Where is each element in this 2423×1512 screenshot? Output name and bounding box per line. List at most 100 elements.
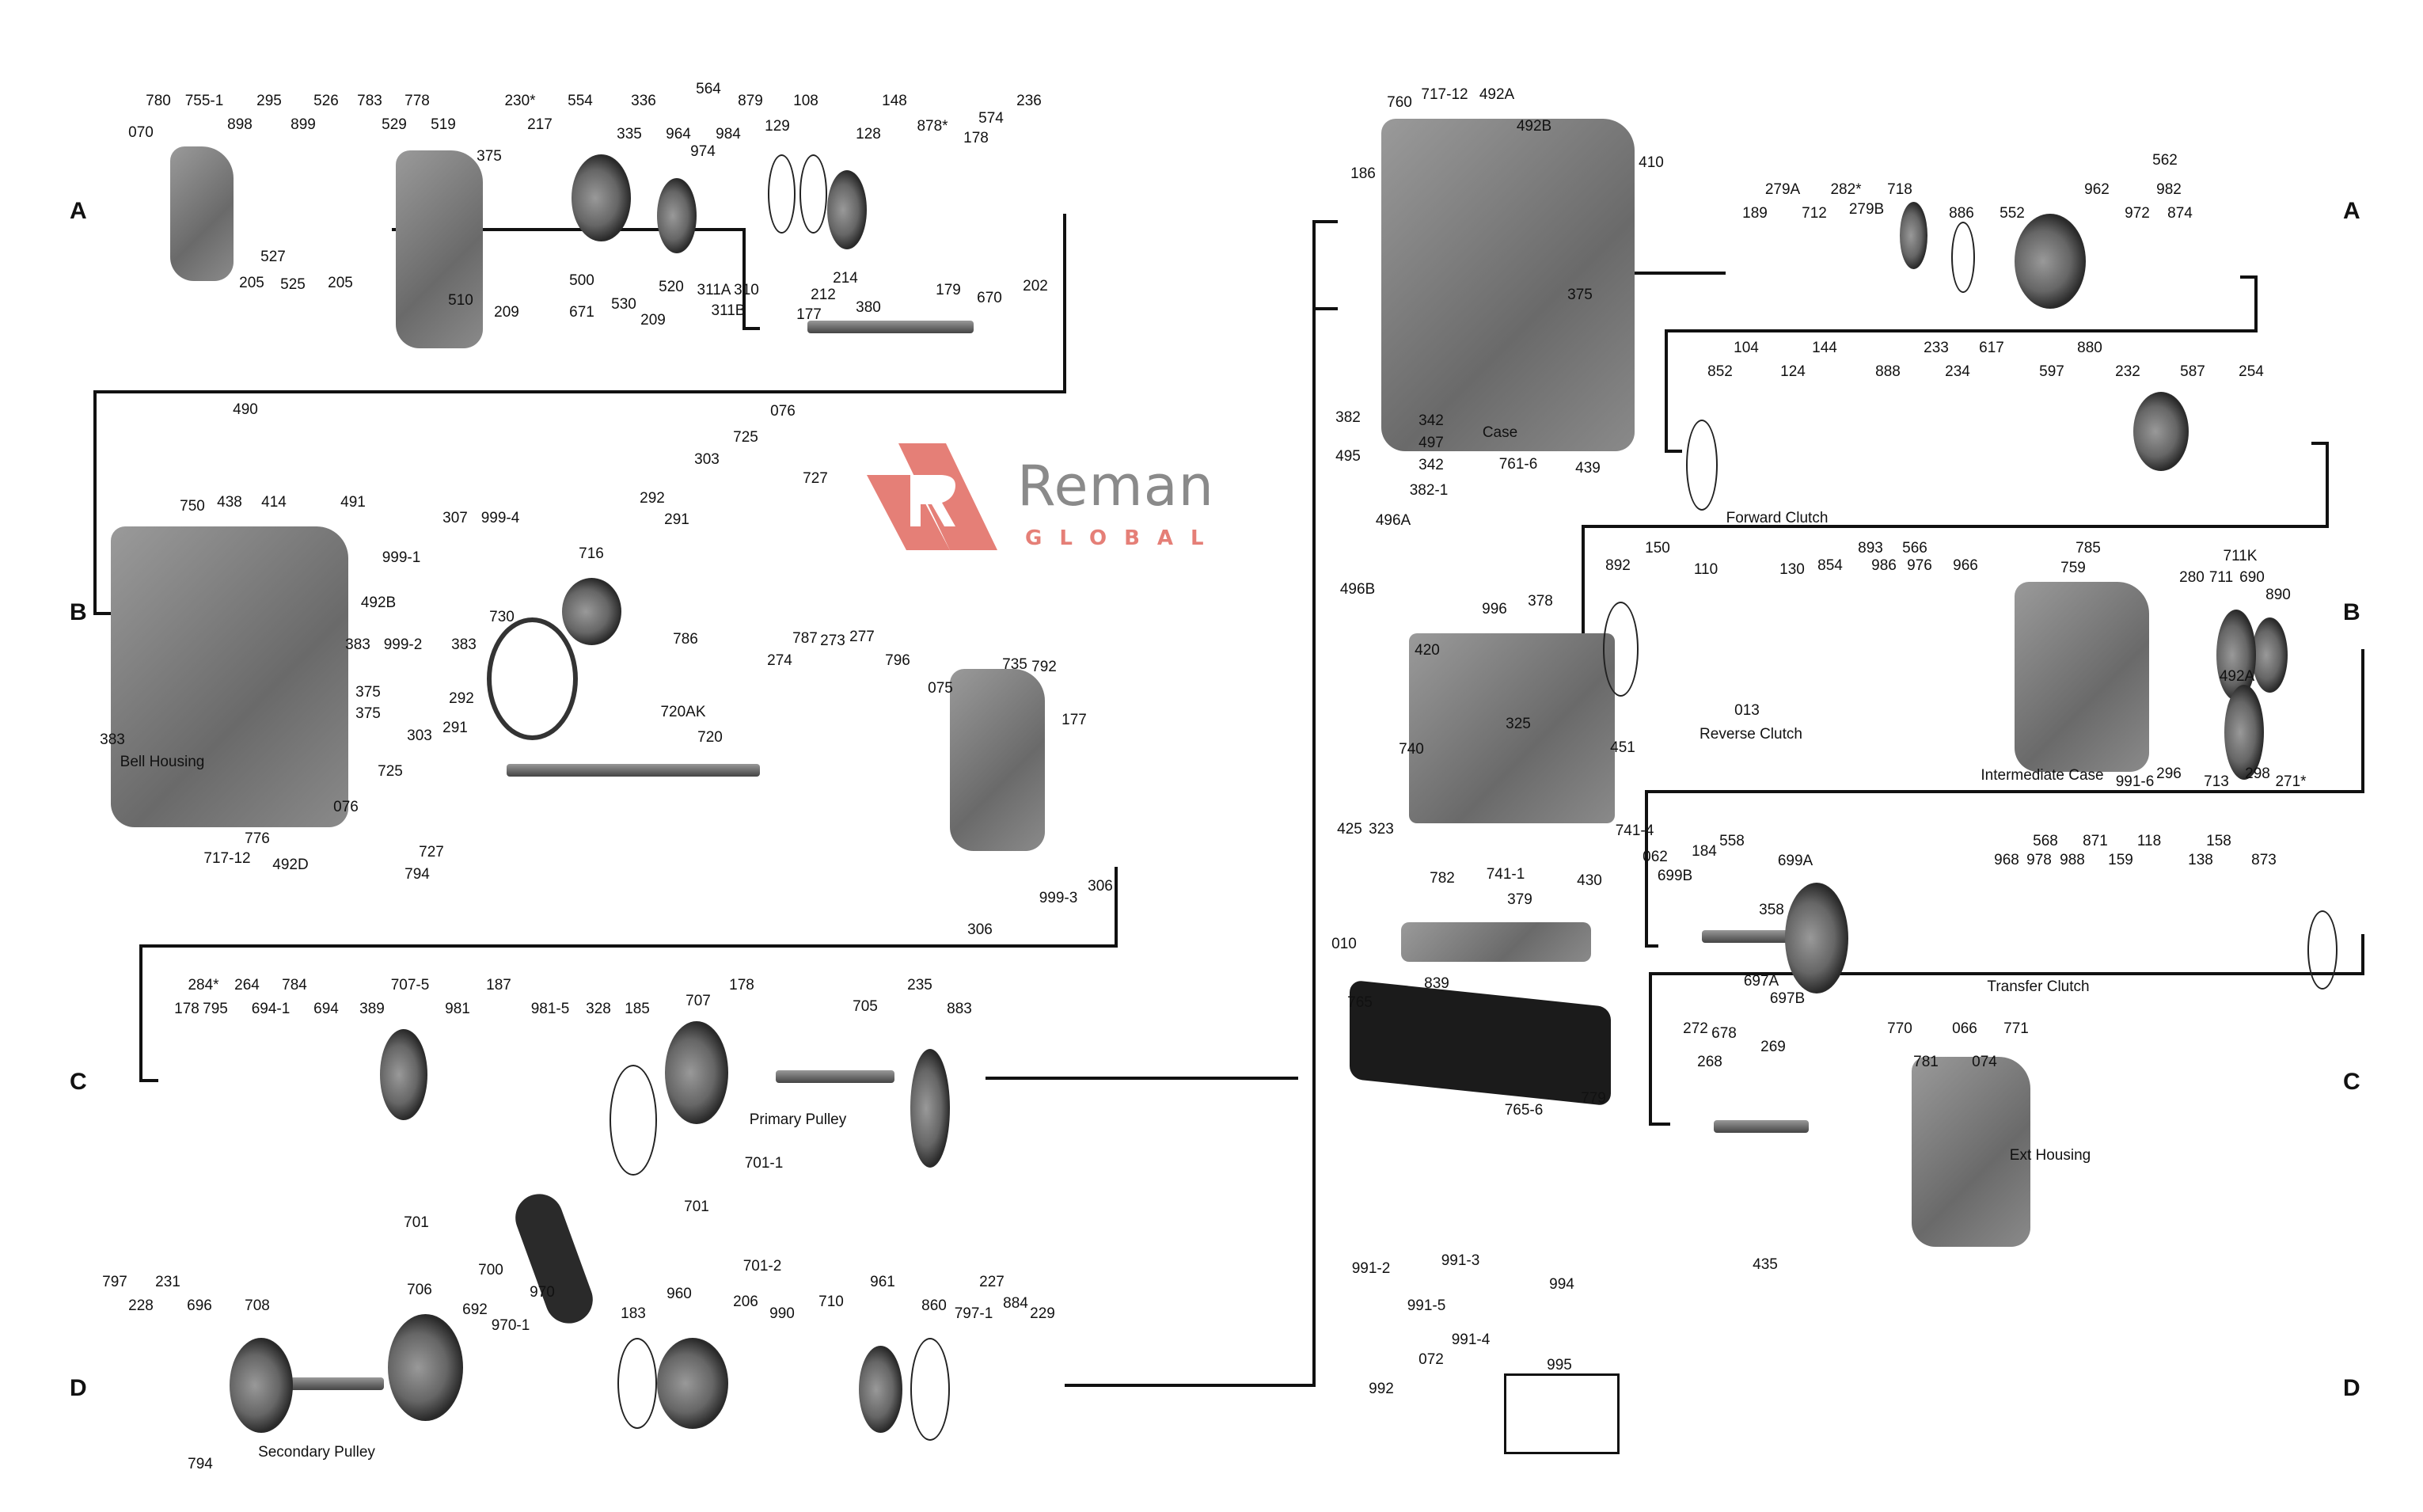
callout-case-group-495: 495 [1335,448,1361,465]
callout-row-b-left-273: 273 [820,633,845,649]
callout-row-b-left-076: 076 [770,403,796,420]
callout-row-b-right-296: 296 [2156,765,2182,782]
callout-row-a-left-783: 783 [357,93,382,109]
callout-row-a-left-380: 380 [856,299,881,316]
callout-row-b-left-177: 177 [1061,712,1087,728]
snap-ring-886-illustration [1951,222,1975,293]
callout-valve-body-765: 765 [1347,994,1373,1011]
callout-row-a-left-898: 898 [227,116,253,133]
callout-row-a-left-525: 525 [280,276,306,293]
valve-body-illustration [1409,633,1615,823]
callout-row-b-right-013: 013 [1734,702,1760,719]
callout-row-b-left-792: 792 [1031,659,1057,675]
callout-row-c-left-701-2: 701-2 [742,1258,782,1275]
callout-row-a-left-554: 554 [568,93,593,109]
callout-row-a-left-205: 205 [328,275,353,291]
callout-row-a-left-212: 212 [811,287,836,303]
callout-row-c-right-978: 978 [2026,852,2052,868]
flow-line-b-left [139,867,1118,1082]
callout-row-b-left-274: 274 [767,652,792,669]
callout-row-a-left-129: 129 [765,118,790,135]
callout-row-b-left-786: 786 [673,631,698,648]
callout-row-a-right-552: 552 [2000,205,2025,222]
callout-shift-linkage-995: 995 [1547,1357,1572,1373]
callout-row-b-right-991-6: 991-6 [2115,773,2155,790]
callout-row-a-left-529: 529 [382,116,407,133]
callout-row-d-left-692: 692 [462,1301,488,1318]
callout-row-b-right-492a: 492A [2219,668,2255,685]
ring-gear-730-illustration [487,617,578,740]
callout-row-c-left-328: 328 [586,1001,611,1017]
callout-case-group-717-12: 717-12 [1421,86,1468,103]
callout-row-b-left-750: 750 [180,498,205,515]
callout-row-b-left-796: 796 [885,652,910,669]
callout-valve-body-741-1: 741-1 [1486,866,1525,883]
callout-row-b-left-075: 075 [928,680,953,697]
callout-row-b-left-383: 383 [100,731,125,748]
callout-row-a-right-234: 234 [1945,363,1970,380]
callout-row-b-right-854: 854 [1817,557,1843,574]
case-illustration [1381,119,1635,451]
callout-row-b-left-776: 776 [245,830,270,847]
callout-row-b-right-298: 298 [2245,765,2270,782]
callout-row-a-right-886: 886 [1949,205,1974,222]
callout-row-a-right-972: 972 [2125,205,2150,222]
callout-row-a-left-964: 964 [666,126,691,142]
callout-row-b-right-986: 986 [1871,557,1897,574]
transfer-case-illustration [950,669,1045,851]
callout-row-b-right-711: 711 [2208,569,2234,586]
callout-row-a-left-230star: 230* [504,93,536,109]
callout-row-a-left-526: 526 [313,93,339,109]
callout-case-group-496b: 496B [1339,581,1376,598]
callout-valve-body-779: 779 [1581,1090,1606,1107]
callout-row-c-left-187: 187 [486,977,511,993]
callout-row-c-right-062: 062 [1643,849,1668,865]
callout-row-b-left-720ak: 720AK [660,704,706,720]
callout-row-d-left-797: 797 [102,1274,127,1290]
callout-row-a-left-899: 899 [291,116,316,133]
callout-row-a-left-780: 780 [146,93,171,109]
kit-995-box [1504,1373,1620,1454]
snap-ring-873-illustration [2307,910,2338,990]
callout-row-d-left-884: 884 [1003,1295,1028,1312]
callout-shift-linkage-991-4: 991-4 [1451,1332,1491,1348]
callout-row-a-right-962: 962 [2084,181,2110,198]
callout-row-b-left-727: 727 [803,470,828,487]
callout-case-group-760: 760 [1387,94,1412,111]
callout-row-c-left-185: 185 [625,1001,650,1017]
callout-row-d-left-183: 183 [621,1305,646,1322]
callout-case-group-382: 382 [1335,409,1361,426]
callout-case-group-375: 375 [1567,287,1593,303]
callout-row-c-right-781: 781 [1913,1054,1939,1070]
row-letter-c-right: C [2343,1069,2360,1095]
row-letter-b-right: B [2343,599,2360,625]
callout-row-a-right-718: 718 [1887,181,1912,198]
callout-valve-body-741-4: 741-4 [1615,822,1654,839]
callout-row-b-right-759: 759 [2060,560,2086,576]
snap-ring-892-illustration [1603,602,1639,697]
callout-row-c-left-701: 701 [404,1214,429,1231]
callout-row-c-left-981: 981 [445,1001,470,1017]
callout-row-b-left-999-4: 999-4 [480,510,520,526]
callout-case-group-378: 378 [1528,593,1553,610]
callout-row-a-left-148: 148 [882,93,907,109]
callout-row-b-left-727: 727 [419,844,444,860]
flow-line-main-a [1312,220,1338,309]
callout-row-b-left-277: 277 [849,629,875,645]
callout-row-c-left-264: 264 [234,977,260,993]
callout-row-a-left-878star: 878* [917,118,948,135]
callout-row-b-left-303: 303 [407,728,432,744]
caption-bell-housing: Bell Housing [120,754,205,770]
callout-row-b-left-306: 306 [967,921,993,938]
callout-row-c-right-272: 272 [1683,1020,1708,1037]
callout-row-b-left-999-3: 999-3 [1039,890,1078,906]
callout-shift-linkage-991-5: 991-5 [1407,1297,1446,1314]
callout-row-a-right-712: 712 [1802,205,1827,222]
callout-case-group-382-1: 382-1 [1409,482,1449,499]
bell-housing-illustration [111,526,348,827]
callout-row-c-left-784: 784 [282,977,307,993]
callout-row-c-right-268: 268 [1697,1054,1722,1070]
callout-row-a-right-562: 562 [2152,152,2178,169]
callout-row-b-left-383: 383 [451,636,477,653]
callout-row-a-left-311a: 311A [697,282,731,298]
